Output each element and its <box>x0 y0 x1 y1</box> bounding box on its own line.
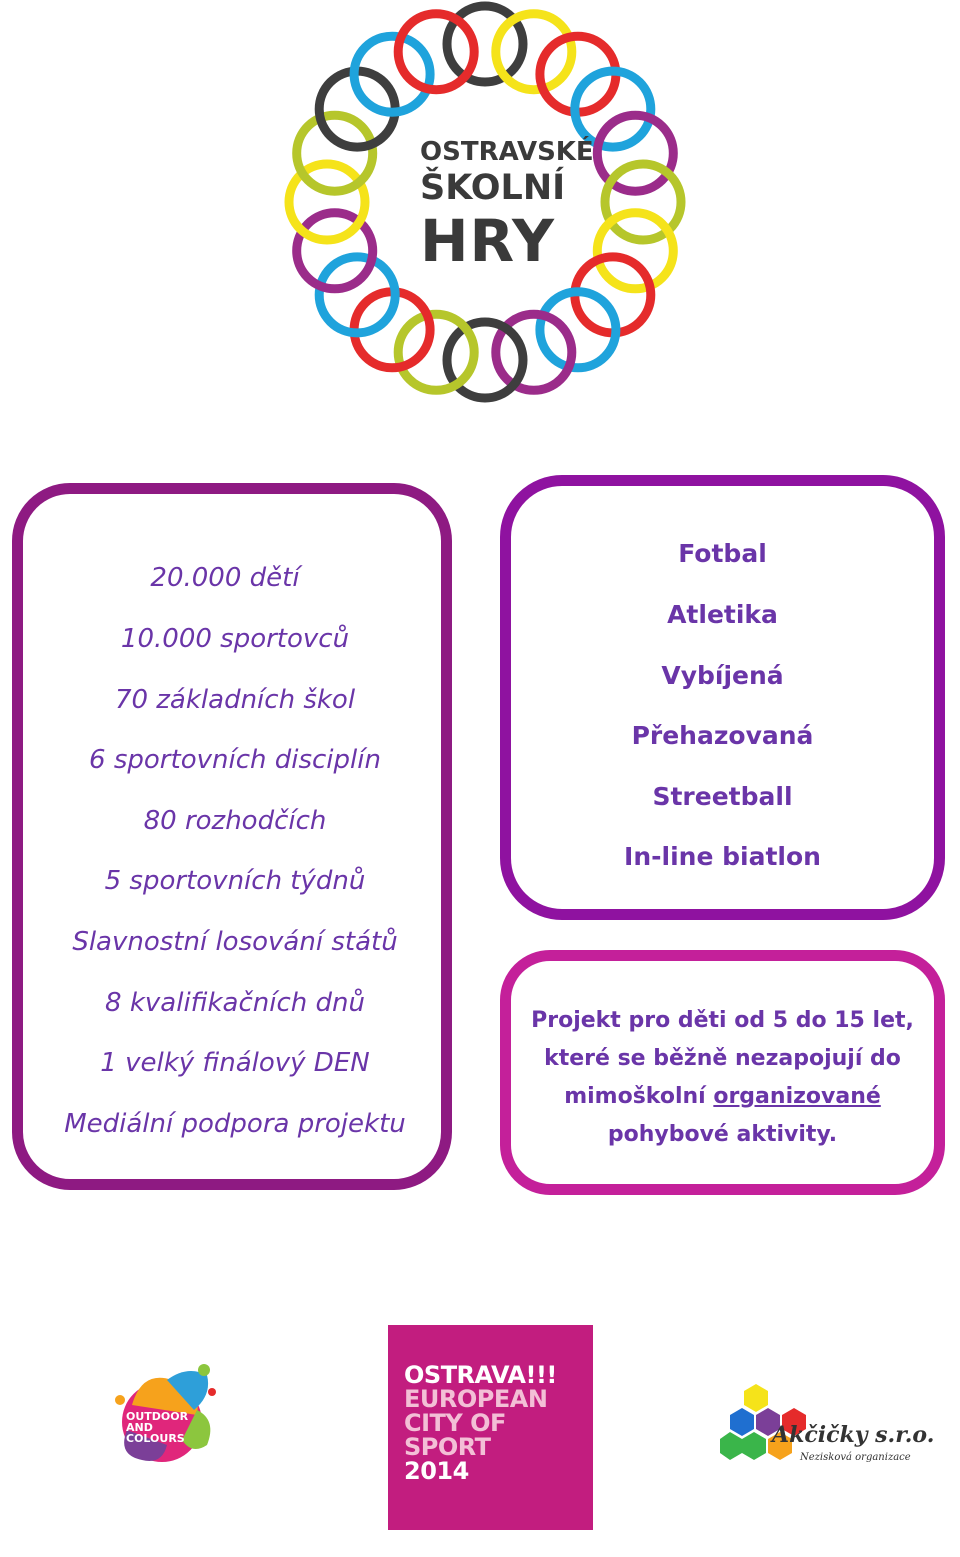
facts-box <box>12 483 452 1190</box>
akcicky-subtitle: Nezisková organizace <box>800 1452 911 1463</box>
fact-item: 6 sportovních disciplín <box>89 745 381 775</box>
fact-item: 8 kvalifikačních dnů <box>105 988 365 1018</box>
outdoor-text: OUTDOOR <box>126 1410 189 1423</box>
sport-item: Streetball <box>652 782 793 811</box>
european-city-of-sport-logo: OSTRAVA!!! EUROPEAN CITY OF SPORT 2014 <box>388 1325 593 1530</box>
ring <box>600 159 686 245</box>
ring <box>442 317 528 403</box>
fact-item: 70 základních škol <box>114 685 356 715</box>
project-line: které se běžně nezapojují do <box>544 1046 901 1071</box>
project-line: pohybové aktivity. <box>607 1122 838 1147</box>
project-line-text: mimoškolní <box>564 1084 714 1109</box>
logo-line-hry: HRY <box>420 207 556 275</box>
ring <box>349 31 435 117</box>
ring <box>284 159 370 245</box>
ring <box>292 110 378 196</box>
sport-item: Fotbal <box>678 539 767 568</box>
ring <box>393 309 479 395</box>
sport-item: Vybíjená <box>661 661 784 690</box>
logo-line-ostravske: OSTRAVSKÉ <box>420 137 594 167</box>
rings-wreath <box>284 1 686 403</box>
ring <box>491 9 577 95</box>
ecs-line-european: EUROPEAN <box>404 1385 548 1413</box>
fact-item: 1 velký finálový DEN <box>100 1048 370 1078</box>
ring <box>314 252 400 338</box>
paint-splash-icon: OUTDOOR AND COLOURS <box>115 1364 216 1462</box>
fact-item: Mediální podpora projektu <box>64 1109 406 1139</box>
hexagon-cluster-icon <box>720 1384 806 1460</box>
akcicky-logo: Akčičky s.r.o. Nezisková organizace <box>720 1382 934 1472</box>
ring <box>292 208 378 294</box>
fact-item: 80 rozhodčích <box>143 806 327 836</box>
fact-item: 10.000 sportovců <box>120 624 350 654</box>
ostravske-skolni-hry-logo: OSTRAVSKÉ ŠKOLNÍ HRY <box>270 0 700 410</box>
project-line-underlined: organizované <box>713 1084 881 1109</box>
ecs-line-sport: SPORT <box>404 1433 491 1461</box>
logo-line-skolni: ŠKOLNÍ <box>420 168 566 208</box>
ecs-line-year: 2014 <box>404 1457 469 1485</box>
ring <box>592 110 678 196</box>
ring <box>570 66 656 152</box>
fact-item: 5 sportovních týdnů <box>104 866 366 896</box>
ring <box>442 1 528 87</box>
sport-item: Atletika <box>667 600 778 629</box>
ecs-line-city: CITY OF <box>404 1409 506 1437</box>
colours-text: COLOURS <box>126 1432 185 1445</box>
ring <box>393 9 479 95</box>
project-box <box>500 950 945 1195</box>
sport-item: In-line biatlon <box>624 842 821 871</box>
sports-box <box>500 475 945 920</box>
project-line: Projekt pro děti od 5 do 15 let, <box>531 1008 914 1033</box>
outdoor-and-colours-logo: OUTDOOR AND COLOURS <box>112 1360 222 1470</box>
and-text: AND <box>126 1421 153 1434</box>
project-line: mimoškolní organizované <box>500 1084 945 1109</box>
ecs-line-ostrava: OSTRAVA!!! <box>404 1361 557 1389</box>
ring <box>592 208 678 294</box>
fact-item: 20.000 dětí <box>150 563 300 593</box>
fact-item: Slavnostní losování států <box>72 927 398 957</box>
sport-item: Přehazovaná <box>631 721 814 750</box>
akcicky-name: Akčičky s.r.o. <box>772 1422 935 1448</box>
ring <box>535 287 621 373</box>
ring <box>491 309 577 395</box>
